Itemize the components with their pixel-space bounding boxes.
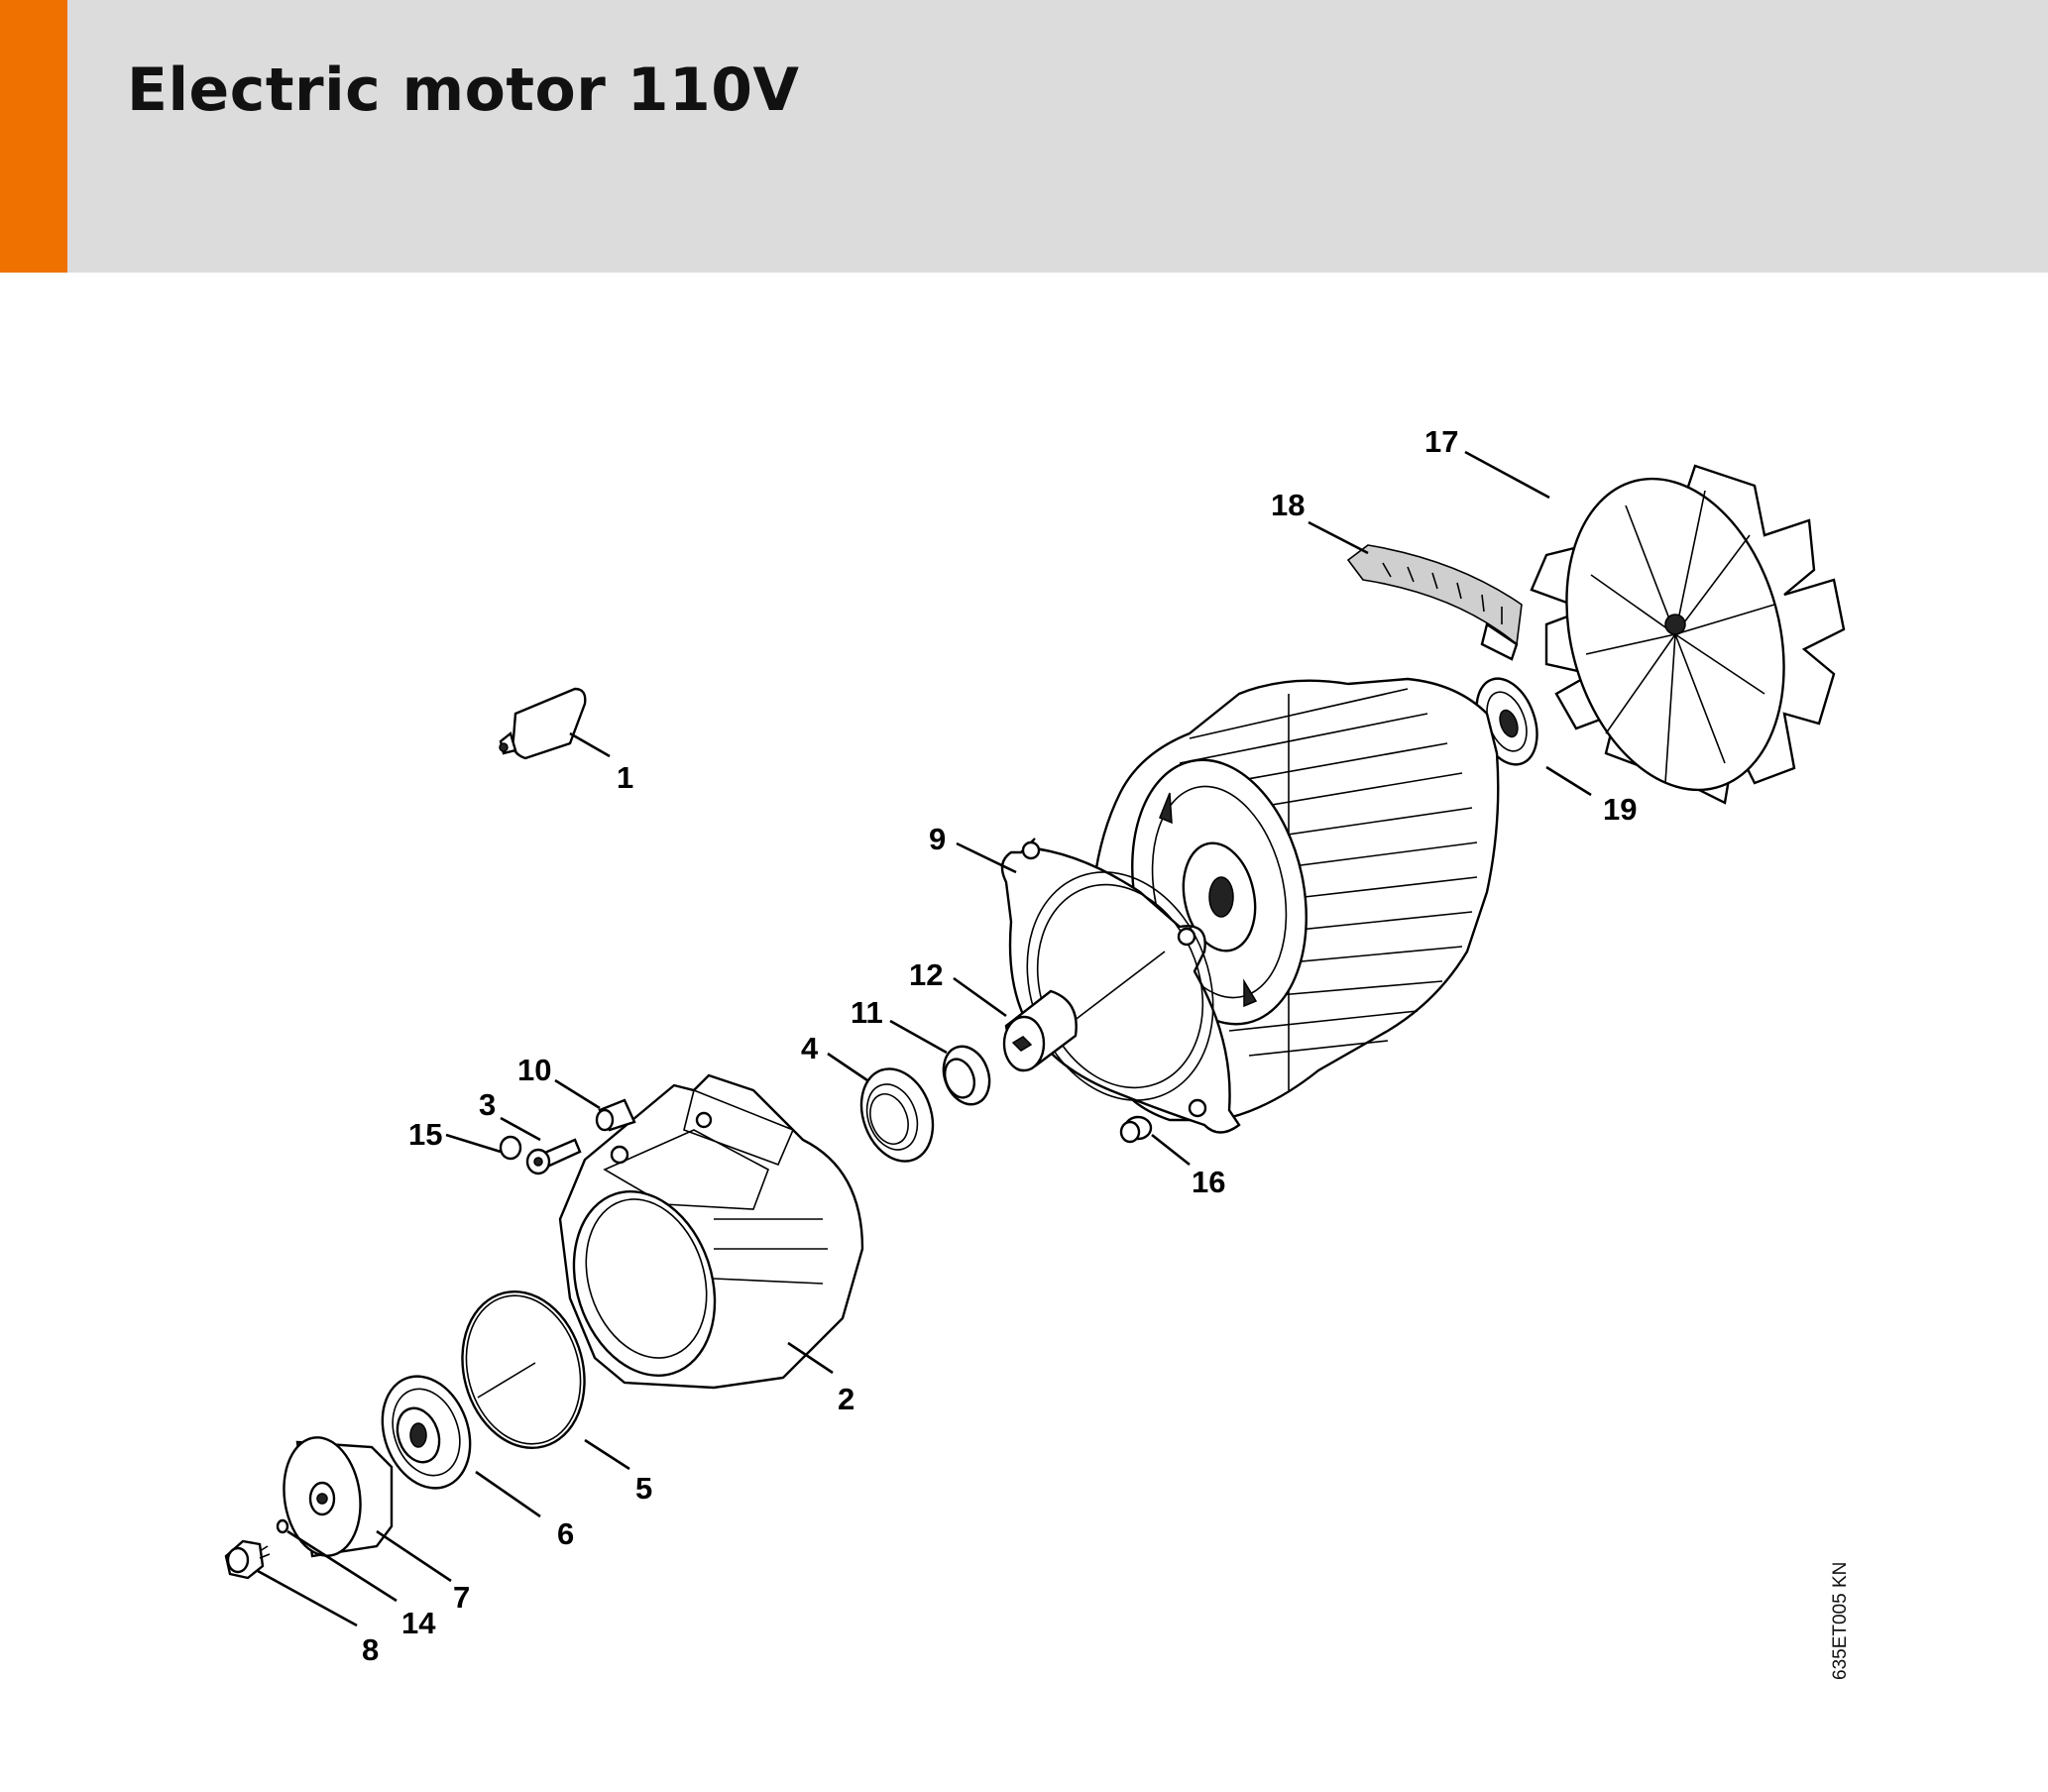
callout-5: 5 (635, 1471, 652, 1506)
part-4-seal (859, 1067, 935, 1163)
callout-7: 7 (453, 1580, 470, 1615)
callout-8: 8 (362, 1632, 379, 1667)
page-header: Electric motor 110V (0, 0, 2048, 273)
callout-10: 10 (517, 1053, 551, 1087)
callout-17: 17 (1424, 424, 1458, 459)
part-3-screw (525, 1138, 582, 1176)
leader-lines (257, 450, 1592, 1627)
callout-1: 1 (617, 760, 633, 795)
part-8-plug-screw (224, 1539, 271, 1580)
callout-14: 14 (401, 1606, 436, 1640)
page-title: Electric motor 110V (127, 56, 800, 125)
part-14-washer (276, 1518, 289, 1534)
part-7-cover (283, 1436, 394, 1558)
part-11-ring (942, 1045, 991, 1106)
part-18-shroud (1346, 544, 1523, 661)
callout-3: 3 (479, 1087, 496, 1122)
part-2-housing (558, 1073, 864, 1390)
callout-12: 12 (909, 957, 943, 992)
callout-2: 2 (838, 1382, 854, 1416)
callout-4: 4 (801, 1031, 819, 1065)
part-6-bearing (381, 1375, 472, 1490)
part-17-fan (1530, 464, 1846, 805)
callout-9: 9 (929, 822, 946, 856)
callout-18: 18 (1271, 488, 1305, 522)
callout-16: 15 (408, 1117, 442, 1152)
accent-bar (0, 0, 67, 273)
part-5-o-ring (461, 1289, 586, 1450)
callout-6: 6 (557, 1516, 574, 1551)
part-16-cap (499, 1135, 522, 1161)
callout-19: 19 (1603, 792, 1637, 827)
part-1-grease-tube (499, 687, 587, 760)
part-12-shaft (1002, 989, 1078, 1072)
part-10-pin (595, 1098, 636, 1132)
drawing-code: 635ET005 KN (1830, 1562, 1851, 1680)
callout-11: 11 (851, 995, 883, 1030)
part-15-sleeve (1119, 1115, 1153, 1144)
callout-labels: 17 18 19 1 9 12 11 4 10 3 15 16 2 5 6 7 … (362, 424, 1637, 1667)
callout-15: 16 (1192, 1165, 1225, 1199)
